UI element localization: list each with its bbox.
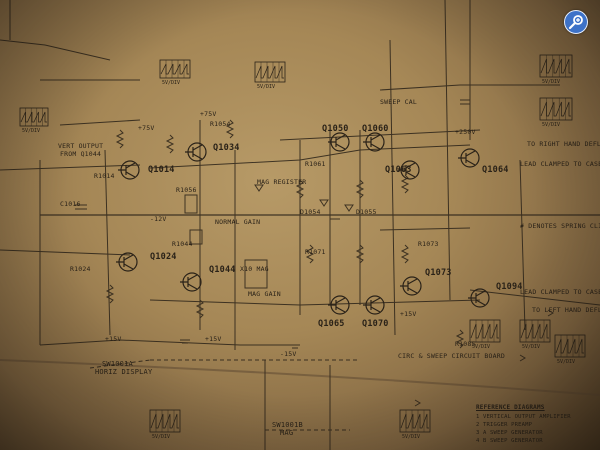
legend-item: 2 TRIGGER PREAMP [476,422,533,428]
transistor-symbol [458,148,480,168]
waveform-label: 5V/DIV [162,80,180,86]
waveform-thumbnail: 5V/DIV [469,319,501,350]
waveform-label: 5V/DIV [472,344,490,350]
waveform-label: 5V/DIV [522,344,540,350]
component-label: D1054 [300,208,321,216]
legend-title: REFERENCE DIAGRAMS [476,404,545,411]
transistor-symbol [328,132,350,152]
circuit-label: LEAD CLAMPED TO CASE [520,160,600,168]
circuit-label: NORMAL GAIN [215,218,261,226]
supply-label: -12V [150,215,167,223]
circuit-label: CIRC & SWEEP CIRCUIT BOARD [398,352,505,360]
waveform-thumbnail: 5V/DIV [539,97,573,128]
waveform-thumbnail: 5V/DIV [539,54,573,85]
zoom-in-icon[interactable] [564,10,588,34]
component-label: R1071 [305,248,326,256]
transistor-label: Q1070 [362,319,389,329]
circuit-label: LEAD CLAMPED TO CASE [520,288,600,296]
component-label: R1085 [455,340,476,348]
transistor-symbol [180,272,202,292]
circuit-label: FROM Q1044 [60,150,102,158]
component-label: R1061 [305,160,326,168]
transistor-symbol [400,276,422,296]
circuit-label: MAG REGISTER [257,178,307,186]
component-label: C1016 [60,200,81,208]
waveform-thumbnail: 5V/DIV [149,409,181,440]
waveform-thumbnail: 5V/DIV [519,319,551,350]
supply-label: -15V [280,350,297,358]
component-label: X10 MAG [240,265,269,273]
waveform-label: 5V/DIV [22,128,40,134]
waveform-thumbnail: 5V/DIV [19,107,49,134]
waveform-label: 5V/DIV [402,434,420,440]
supply-label: +75V [138,124,155,132]
legend-item: 1 VERTICAL OUTPUT AMPLIFIER [476,414,571,420]
circuit-label: TO LEFT HAND DEFLECTION PLATE [532,306,600,314]
transistor-label: Q1060 [362,124,389,134]
transistor-label: Q1014 [148,165,175,175]
switch-box-subtitle: MAG [280,429,294,437]
circuit-label: # DENOTES SPRING CLIP [520,222,600,230]
transistor-label: Q1065 [318,319,345,329]
transistor-symbol [468,288,490,308]
switch-box-subtitle: HORIZ DISPLAY [95,368,153,376]
transistor-symbol [118,160,140,180]
supply-label: +15V [205,335,222,343]
waveform-label: 5V/DIV [152,434,170,440]
transistor-symbol [363,295,385,315]
component-label: R1056 [176,186,197,194]
circuit-label: MAG GAIN [248,290,281,298]
magnifier-glyph [568,15,583,30]
legend-item: 3 A SWEEP GENERATOR [476,430,543,436]
component-label: D1055 [356,208,377,216]
circuit-label: TO RIGHT HAND DEFLECTION PLATE [527,140,600,148]
supply-label: +15V [400,310,417,318]
waveform-thumbnail: 5V/DIV [399,409,431,440]
waveform-label: 5V/DIV [557,359,575,365]
switch-box-title: SW1001A [102,360,133,368]
component-label: R1024 [70,265,91,273]
transistor-label: Q1064 [482,165,509,175]
legend-item: 4 B SWEEP GENERATOR [476,438,543,444]
waveform-thumbnail: 5V/DIV [254,61,286,90]
waveform-label: 5V/DIV [542,122,560,128]
component-label: R1073 [418,240,439,248]
waveform-label: 5V/DIV [257,84,275,90]
transistor-symbol [328,295,350,315]
supply-label: +15V [105,335,122,343]
component-label: R1014 [94,172,115,180]
switch-box-title: SW1001B [272,421,303,429]
supply-label: +75V [200,110,217,118]
transistor-label: Q1050 [322,124,349,134]
transistor-symbol [116,252,138,272]
transistor-label: Q1044 [209,265,236,275]
circuit-label: VERT OUTPUT [58,142,104,150]
waveform-label: 5V/DIV [542,79,560,85]
transistor-label: Q1034 [213,143,240,153]
transistor-symbol [398,160,420,180]
transistor-label: Q1063 [385,165,412,175]
transistor-symbol [185,142,207,162]
waveform-thumbnail: 5V/DIV [554,334,586,365]
supply-label: +250V [455,128,476,136]
waveform-thumbnail: 5V/DIV [159,59,191,86]
component-label: R1044 [172,240,193,248]
transistor-label: Q1024 [150,252,177,262]
transistor-symbol [363,132,385,152]
component-label: R1054 [210,120,231,128]
transistor-label: Q1073 [425,268,452,278]
transistor-label: Q1094 [496,282,523,292]
component-label: SWEEP CAL [380,98,418,106]
